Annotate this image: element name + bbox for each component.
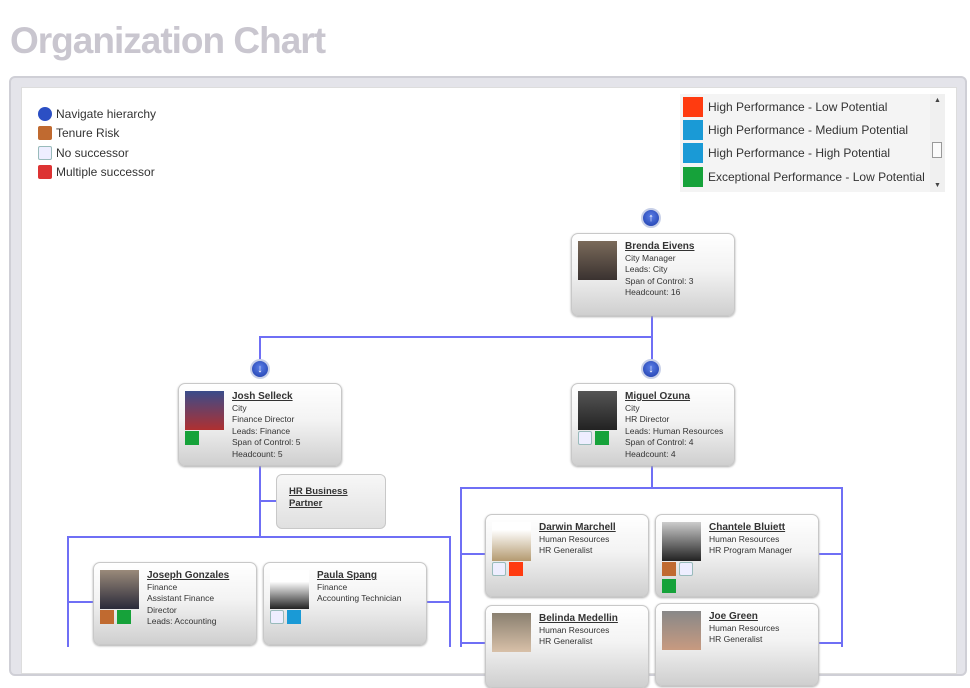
icon-legend: Navigate hierarchy Tenure Risk No succes… [38,104,156,182]
node-name-link[interactable]: Joseph Gonzales [147,570,230,581]
swatch [683,167,703,187]
avatar [578,391,617,430]
node-detail: Headcount: 16 [625,287,681,297]
node-name-link[interactable]: Paula Spang [317,570,378,581]
legend-item: High Performance - Low Potential [683,97,887,117]
no-successor-icon [679,562,693,576]
tenure-risk-icon [38,126,52,141]
performance-badge [287,610,301,624]
legend-label: Exceptional Performance - Low Potential [708,170,925,184]
node-name-link[interactable]: HR Business Partner [289,486,348,509]
node-detail: Finance [317,581,348,592]
legend-label: Navigate hierarchy [56,106,157,121]
legend-no-successor: No successor [38,143,156,163]
node-detail: Assistant Finance [147,593,215,603]
node-detail: Leads: City [625,264,668,274]
legend-navigate: Navigate hierarchy [38,104,156,124]
node-name-link[interactable]: Brenda Eivens [625,241,695,252]
performance-badge [117,610,131,624]
node-detail: Human Resources [539,533,610,544]
navigate-icon [38,106,52,121]
legend-label: High Performance - Medium Potential [708,123,909,137]
node-detail: Finance Director [232,414,295,424]
node-detail: HR Director [625,414,670,424]
no-successor-icon [270,610,284,624]
node-detail: Span of Control: 3 [625,275,694,286]
legend-label: Multiple successor [56,165,155,180]
legend-multiple-successor: Multiple successor [38,163,156,183]
node-detail: Human Resources [539,624,610,635]
tenure-risk-icon [662,562,676,576]
tenure-risk-icon [100,610,114,624]
legend-label: High Performance - High Potential [708,146,891,160]
node-detail: HR Program Manager [709,545,793,555]
node-name-link[interactable]: Josh Selleck [232,391,293,402]
node-name-link[interactable]: Miguel Ozuna [625,391,690,402]
node-detail: Director [147,604,177,615]
navigate-down-button[interactable]: ↓ [250,359,270,379]
legend-item: High Performance - Medium Potential [683,120,908,140]
avatar [578,241,617,280]
avatar [492,613,531,652]
node-detail: City Manager [625,252,676,263]
performance-badge [509,562,523,576]
performance-badge [185,431,199,445]
multiple-successor-icon [38,165,52,180]
page-title: Organization Chart [10,20,326,61]
avatar [662,522,701,561]
legend-label: No successor [56,145,129,160]
node-detail: HR Generalist [709,634,763,644]
no-successor-icon [38,145,52,160]
node-name-link[interactable]: Joe Green [709,611,758,622]
navigate-down-button[interactable]: ↓ [641,359,661,379]
legend-tenure: Tenure Risk [38,124,156,144]
legend-label: Tenure Risk [56,126,120,141]
node-detail: City [232,402,247,413]
legend-item: High Performance - High Potential [683,143,890,163]
node-detail: Span of Control: 5 [232,437,301,447]
node-detail: Leads: Human Resources [625,425,724,436]
avatar [662,611,701,650]
navigate-up-button[interactable]: ↑ [641,208,661,228]
swatch [683,97,703,117]
legend-scrollbar[interactable]: ▲▼ [930,94,945,192]
node-detail: Finance [147,581,178,592]
node-name-link[interactable]: Darwin Marchell [539,522,616,533]
node-detail: Leads: Finance [232,425,291,436]
no-successor-icon [492,562,506,576]
no-successor-icon [578,431,592,445]
node-detail: HR Generalist [539,636,593,646]
node-card-hr-business-partner[interactable]: HR Business Partner [276,474,386,529]
performance-legend: High Performance - Low Potential High Pe… [680,94,945,192]
node-detail: Human Resources [709,533,780,544]
node-detail: Span of Control: 4 [625,437,694,447]
legend-item: Exceptional Performance - Low Potential [683,167,925,187]
node-detail: HR Generalist [539,545,593,555]
node-name-link[interactable]: Chantele Bluiett [709,522,786,533]
node-detail: Human Resources [709,622,780,633]
swatch [683,143,703,163]
performance-badge [662,579,676,593]
avatar [492,522,531,561]
node-detail: Headcount: 4 [625,448,676,459]
avatar [270,570,309,609]
avatar [100,570,139,609]
swatch [683,120,703,140]
node-name-link[interactable]: Belinda Medellin [539,613,618,624]
legend-label: High Performance - Low Potential [708,100,888,114]
performance-badge [595,431,609,445]
node-detail: City [625,402,640,413]
node-detail: Headcount: 5 [232,448,283,459]
avatar [185,391,224,430]
node-detail: Leads: Accounting [147,616,217,626]
node-detail: Accounting Technician [317,593,402,603]
